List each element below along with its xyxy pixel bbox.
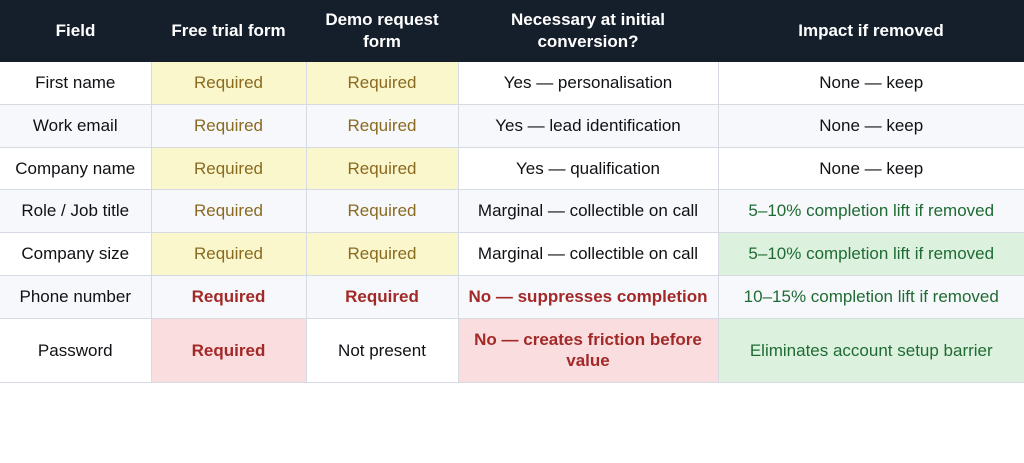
cell-impact: None — keep [718, 62, 1024, 105]
table-row: Role / Job title Required Required Margi… [0, 189, 1024, 234]
cell-field: Company size [0, 232, 152, 276]
cell-impact: 5–10% completion lift if removed [718, 232, 1024, 276]
cell-free-trial: Required [151, 104, 307, 148]
cell-free-trial: Required [151, 318, 307, 384]
cell-free-trial: Required [151, 189, 307, 234]
cell-field: First name [0, 62, 152, 105]
column-header-impact: Impact if removed [718, 0, 1024, 63]
column-header-free-trial: Free trial form [151, 0, 306, 63]
cell-demo-request: Required [306, 62, 459, 105]
cell-impact: Eliminates account setup barrier [718, 318, 1024, 384]
cell-impact: 10–15% completion lift if removed [718, 275, 1024, 319]
cell-necessary: Marginal — collectible on call [458, 232, 719, 276]
cell-field: Password [0, 318, 152, 384]
cell-necessary: No — creates friction before value [458, 318, 719, 384]
table-row: Company name Required Required Yes — qua… [0, 147, 1024, 191]
cell-free-trial: Required [151, 62, 307, 105]
cell-necessary: Yes — qualification [458, 147, 719, 191]
cell-field: Role / Job title [0, 189, 152, 234]
table-header: Field Free trial form Demo request form … [0, 0, 1024, 63]
cell-impact: 5–10% completion lift if removed [718, 189, 1024, 234]
cell-necessary: Marginal — collectible on call [458, 189, 719, 234]
cell-free-trial: Required [151, 147, 307, 191]
cell-field: Company name [0, 147, 152, 191]
cell-field: Phone number [0, 275, 152, 319]
cell-field: Work email [0, 104, 152, 148]
column-header-necessary: Necessary at initial conversion? [458, 0, 718, 63]
cell-necessary: Yes — personalisation [458, 62, 719, 105]
column-header-demo-request: Demo request form [306, 0, 458, 63]
cell-free-trial: Required [151, 232, 307, 276]
cell-impact: None — keep [718, 104, 1024, 148]
cell-necessary: Yes — lead identification [458, 104, 719, 148]
cell-demo-request: Required [306, 147, 459, 191]
cell-demo-request: Not present [306, 318, 459, 384]
form-field-comparison-table: Field Free trial form Demo request form … [0, 0, 1024, 384]
cell-demo-request: Required [306, 104, 459, 148]
table-row: Work email Required Required Yes — lead … [0, 104, 1024, 148]
table-header-row: Field Free trial form Demo request form … [0, 0, 1024, 63]
table-row: Company size Required Required Marginal … [0, 232, 1024, 276]
column-header-field: Field [0, 0, 151, 63]
cell-impact: None — keep [718, 147, 1024, 191]
table-body: First name Required Required Yes — perso… [0, 62, 1024, 384]
cell-necessary: No — suppresses completion [458, 275, 719, 319]
table-row: First name Required Required Yes — perso… [0, 62, 1024, 105]
cell-demo-request: Required [306, 275, 459, 319]
cell-demo-request: Required [306, 232, 459, 276]
cell-free-trial: Required [151, 275, 307, 319]
cell-demo-request: Required [306, 189, 459, 234]
table-row: Phone number Required Required No — supp… [0, 275, 1024, 319]
table-row: Password Required Not present No — creat… [0, 318, 1024, 384]
